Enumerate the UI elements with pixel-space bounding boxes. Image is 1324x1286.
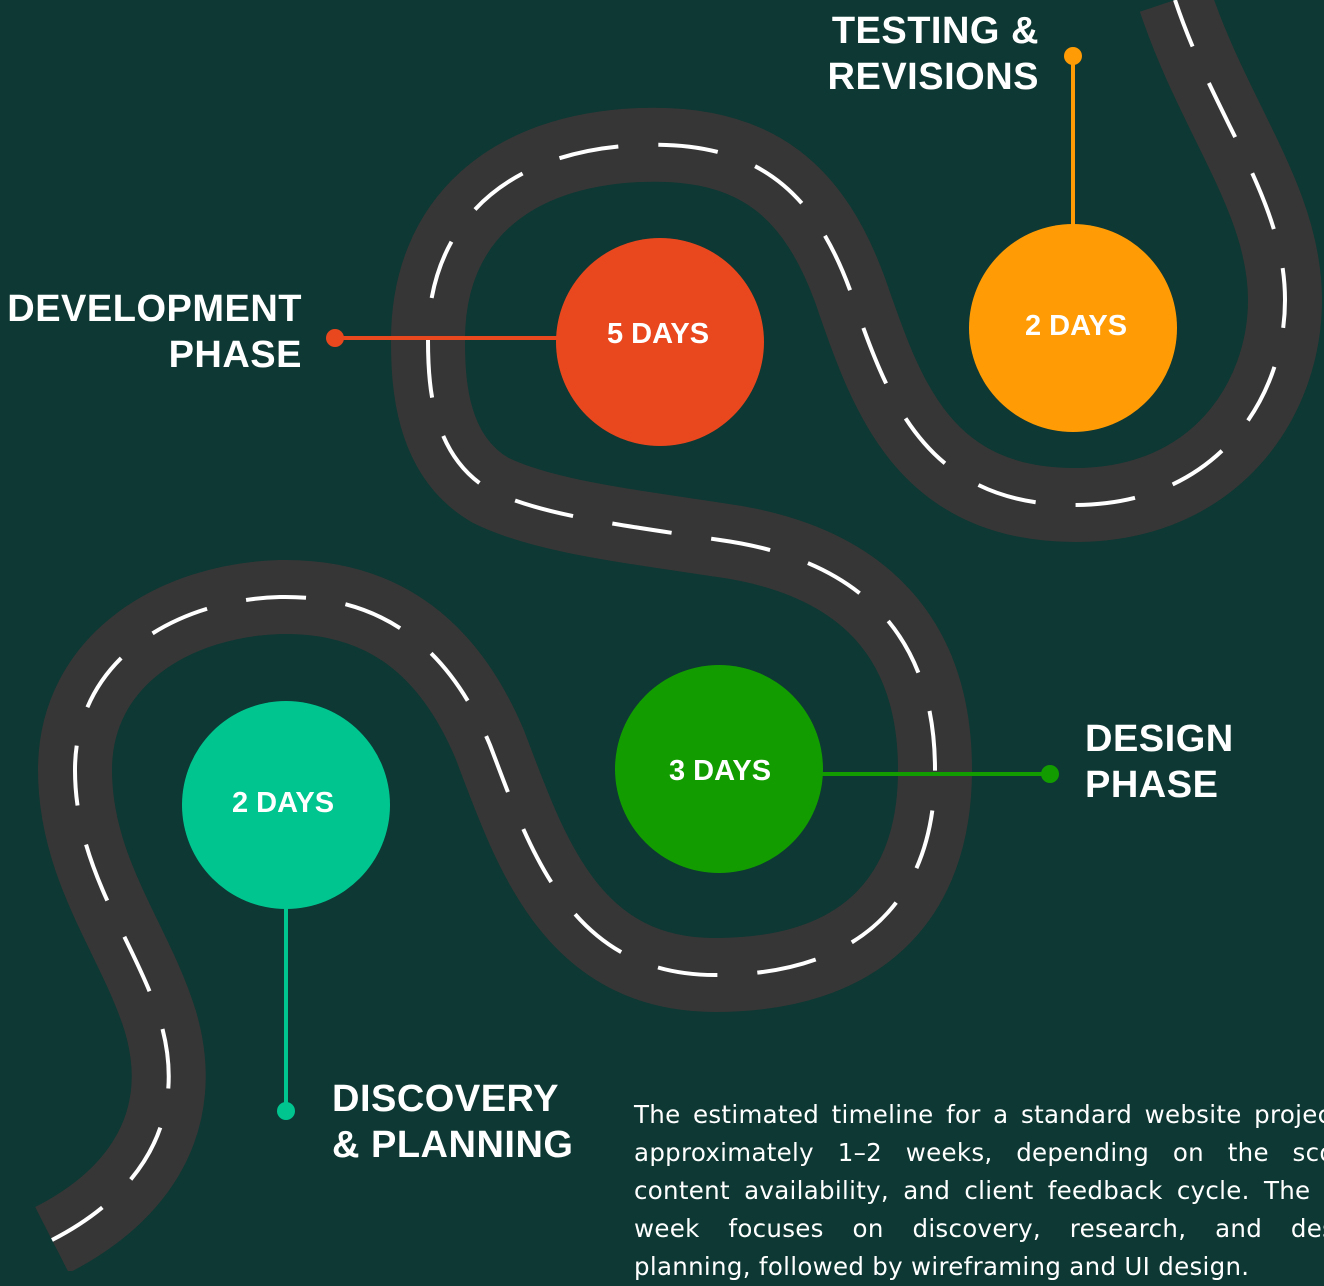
discovery-duration: 2 DAYS (232, 787, 334, 819)
design-connector-dot (1041, 765, 1059, 783)
design-title: DESIGN PHASE (1085, 716, 1234, 808)
design-duration: 3 DAYS (669, 755, 771, 787)
testing-duration: 2 DAYS (1025, 310, 1127, 342)
design-title-line-2: PHASE (1085, 764, 1219, 806)
development-title-line-2: PHASE (168, 334, 302, 376)
development-title-line-1: DEVELOPMENT (7, 288, 302, 330)
testing-title: TESTING & REVISIONS (828, 8, 1039, 100)
discovery-marker: 2 DAYS (182, 701, 390, 1120)
development-duration: 5 DAYS (607, 318, 709, 350)
discovery-title: DISCOVERY & PLANNING (332, 1076, 573, 1168)
testing-duration-circle (969, 224, 1177, 432)
discovery-duration-circle (182, 701, 390, 909)
development-marker: 5 DAYS (326, 238, 764, 446)
testing-title-line-1: TESTING & (831, 10, 1039, 52)
discovery-title-line-1: DISCOVERY (332, 1078, 559, 1120)
design-duration-circle (615, 665, 823, 873)
timeline-description: The estimated timeline for a standard we… (634, 1100, 1324, 1281)
testing-marker: 2 DAYS (969, 47, 1177, 432)
testing-title-line-2: REVISIONS (827, 56, 1039, 98)
development-connector-dot (326, 329, 344, 347)
lane-markings (51, 0, 1288, 1242)
design-marker: 3 DAYS (615, 665, 1059, 873)
road (34, 0, 1322, 1271)
testing-connector-dot (1064, 47, 1082, 65)
discovery-title-line-2: & PLANNING (332, 1124, 574, 1166)
discovery-connector-dot (277, 1102, 295, 1120)
road-surface (34, 0, 1322, 1271)
development-title: DEVELOPMENT PHASE (7, 286, 302, 378)
development-duration-circle (556, 238, 764, 446)
design-title-line-1: DESIGN (1085, 718, 1234, 760)
